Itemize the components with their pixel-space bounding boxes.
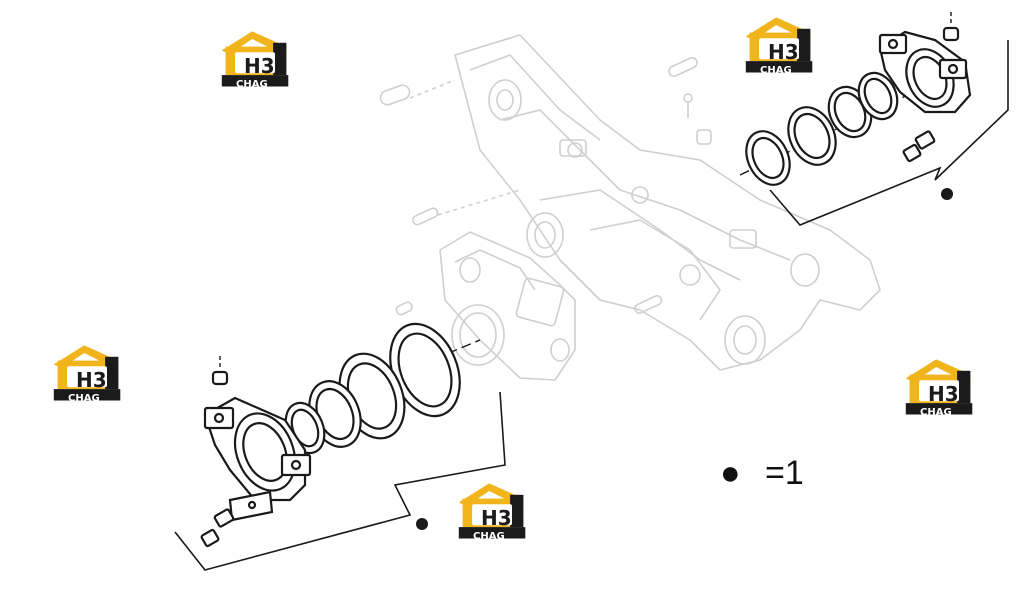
watermark-logo-icon: H3 CHAG xyxy=(905,359,973,418)
watermark-logo-icon: H3 CHAG xyxy=(221,31,289,90)
lower-bearing-assembly xyxy=(174,322,506,571)
seal-ring-large xyxy=(389,322,461,418)
watermark-brand-name: CHAG xyxy=(920,407,952,418)
seal-ring-outer xyxy=(745,130,791,186)
cap-bolt-lower xyxy=(211,356,229,386)
callout-dot-icon xyxy=(416,518,428,530)
quantity-legend: ● =1 xyxy=(720,454,804,492)
grease-fitting-lower xyxy=(200,508,235,548)
watermark-brand-mark: H3 xyxy=(928,382,959,406)
grease-fitting-upper xyxy=(902,130,936,163)
watermark-brand-name: CHAG xyxy=(473,531,505,542)
bushing-sleeve xyxy=(857,71,899,121)
bearing-ring-large xyxy=(338,352,406,440)
callout-dot-icon xyxy=(941,188,953,200)
lower-bearing-clamp xyxy=(203,396,312,522)
watermark-logo-icon: H3 CHAG xyxy=(458,483,526,542)
upper-bearing-assembly xyxy=(739,12,1009,226)
watermark-brand-name: CHAG xyxy=(68,393,100,404)
cap-bolt-top xyxy=(942,12,960,42)
watermark-logo-icon: H3 CHAG xyxy=(53,345,121,404)
watermark-brand-mark: H3 xyxy=(76,368,107,392)
watermark-brand-name: CHAG xyxy=(236,79,268,90)
watermark-brand-name: CHAG xyxy=(760,65,792,76)
watermark-brand-mark: H3 xyxy=(768,40,799,64)
watermark-logo-icon: H3 CHAG xyxy=(745,17,813,76)
legend-marker: ● xyxy=(720,454,741,492)
watermark-brand-mark: H3 xyxy=(244,54,275,78)
legend-text: =1 xyxy=(765,454,804,492)
watermark-brand-mark: H3 xyxy=(481,506,512,530)
frame-housing-background xyxy=(379,34,881,381)
bearing-ring-1 xyxy=(787,106,837,166)
bearing-cap-clamp xyxy=(878,30,972,114)
